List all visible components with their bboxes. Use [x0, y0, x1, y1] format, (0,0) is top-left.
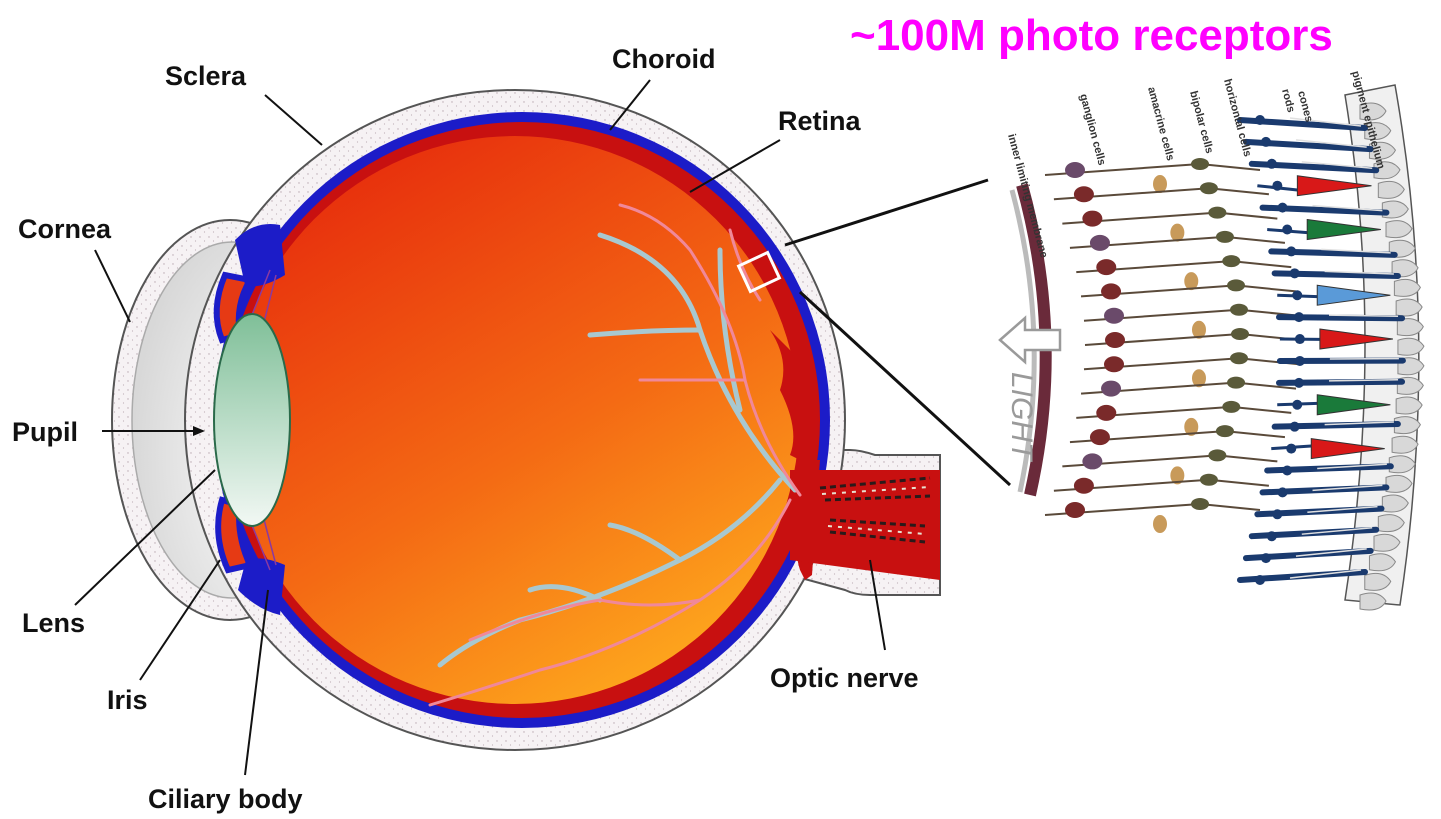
bipolar-cell [1216, 231, 1234, 243]
vitreous-body [231, 136, 799, 704]
bipolar-cell [1231, 328, 1249, 340]
ganglion-cell [1104, 356, 1124, 372]
layer-label-ganglion-cells: ganglion cells [1077, 93, 1108, 167]
ganglion-cell [1065, 502, 1085, 518]
photoreceptor-nucleus [1267, 531, 1277, 541]
ganglion-cell [1065, 162, 1085, 178]
ganglion-cell [1101, 283, 1121, 299]
ganglion-cell [1105, 332, 1125, 348]
label-sclera: Sclera [165, 61, 247, 91]
bipolar-dendrite [1231, 407, 1291, 413]
photoreceptor-nucleus [1261, 137, 1271, 147]
eyeball [112, 90, 940, 750]
layer-label-amacrine-cells: amacrine cells [1145, 86, 1176, 162]
bipolar-cell [1191, 158, 1209, 170]
bipolar-cell [1222, 401, 1240, 413]
photoreceptor-nucleus [1294, 312, 1304, 322]
photoreceptor-nucleus [1286, 444, 1296, 454]
bipolar-dendrite [1225, 431, 1285, 437]
ganglion-cell [1096, 259, 1116, 275]
photoreceptor-nucleus [1255, 115, 1265, 125]
photoreceptor-nucleus [1292, 400, 1302, 410]
ganglion-cell [1096, 405, 1116, 421]
photoreceptor-nucleus [1290, 268, 1300, 278]
retinal-neurons [1045, 158, 1300, 533]
bipolar-dendrite [1217, 455, 1277, 461]
bipolar-cell [1222, 255, 1240, 267]
bipolar-dendrite [1209, 188, 1269, 194]
bipolar-cell [1200, 474, 1218, 486]
bipolar-dendrite [1225, 237, 1285, 243]
bipolar-cell [1208, 449, 1226, 461]
ganglion-cell [1074, 186, 1094, 202]
ganglion-cell [1082, 211, 1102, 227]
photoreceptor-nucleus [1290, 422, 1300, 432]
light-label: LIGHT [1005, 372, 1038, 463]
ganglion-cell [1104, 308, 1124, 324]
photoreceptor-nucleus [1292, 290, 1302, 300]
amacrine-cell [1153, 175, 1167, 193]
bipolar-dendrite [1217, 213, 1277, 219]
layer-label-rods: rods [1279, 88, 1297, 114]
bipolar-cell [1227, 377, 1245, 389]
bipolar-cell [1230, 352, 1248, 364]
photoreceptor-nucleus [1272, 509, 1282, 519]
label-optic-nerve: Optic nerve [770, 663, 919, 693]
bipolar-cell [1216, 425, 1234, 437]
ganglion-cell [1090, 429, 1110, 445]
bipolar-dendrite [1231, 261, 1291, 267]
label-retina: Retina [778, 106, 862, 136]
photoreceptor-nucleus [1278, 487, 1288, 497]
zoom-line-top [785, 180, 988, 245]
bipolar-cell [1208, 207, 1226, 219]
bipolar-dendrite [1236, 285, 1296, 291]
label-choroid: Choroid [612, 44, 715, 74]
pigment-cell [1398, 338, 1424, 355]
ganglion-cell [1082, 453, 1102, 469]
bipolar-dendrite [1200, 504, 1260, 510]
layer-label-bipolar-cells: bipolar cells [1187, 90, 1215, 155]
photoreceptor-nucleus [1255, 575, 1265, 585]
amacrine-cell [1170, 224, 1184, 242]
photoreceptor-nucleus [1267, 159, 1277, 169]
photoreceptor-nucleus [1272, 181, 1282, 191]
ganglion-cell [1074, 478, 1094, 494]
bipolar-dendrite [1209, 480, 1269, 486]
label-cornea: Cornea [18, 214, 112, 244]
photoreceptor-nucleus [1261, 553, 1271, 563]
ganglion-cell [1090, 235, 1110, 251]
headline-photoreceptors: ~100M photo receptors [850, 11, 1333, 60]
photoreceptor-nucleus [1294, 378, 1304, 388]
bipolar-cell [1200, 182, 1218, 194]
label-pupil: Pupil [12, 417, 78, 447]
amacrine-cell [1153, 515, 1167, 533]
photoreceptor-nucleus [1278, 203, 1288, 213]
photoreceptor-nucleus [1282, 225, 1292, 235]
bipolar-cell [1230, 304, 1248, 316]
ganglion-cell [1101, 381, 1121, 397]
photoreceptor-nucleus [1295, 356, 1305, 366]
lens [214, 314, 290, 526]
photoreceptor-nucleus [1295, 334, 1305, 344]
label-ciliary-body: Ciliary body [148, 784, 303, 814]
bipolar-cell [1227, 279, 1245, 291]
photoreceptor-nucleus [1282, 465, 1292, 475]
label-lens: Lens [22, 608, 85, 638]
bipolar-cell [1191, 498, 1209, 510]
label-iris: Iris [107, 685, 148, 715]
photoreceptor-nucleus [1286, 246, 1296, 256]
retina-cross-section: LIGHT [1000, 85, 1424, 610]
